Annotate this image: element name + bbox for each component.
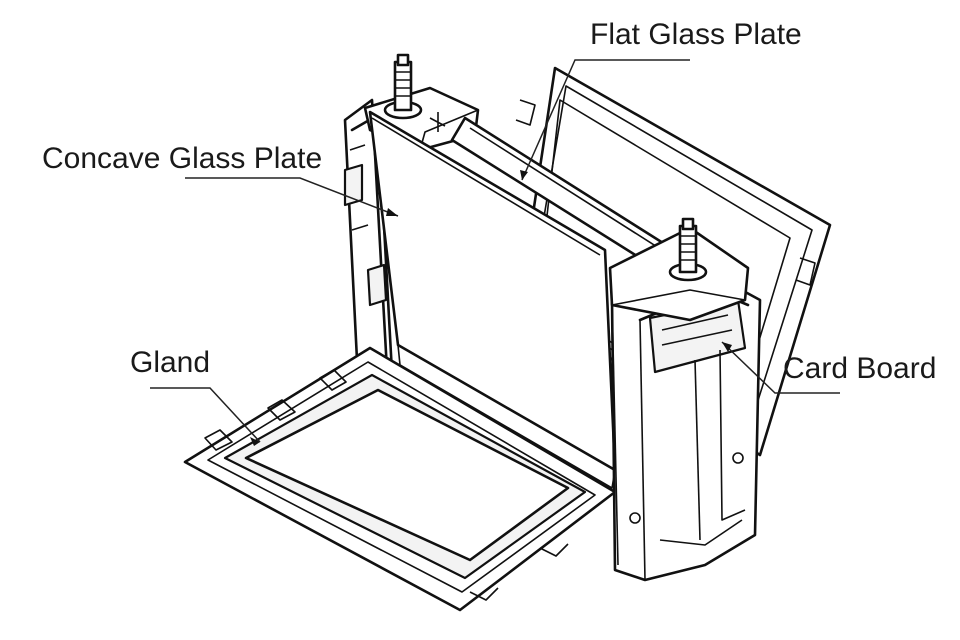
label-card-board-group: Card Board (721, 341, 936, 394)
arrowhead-flat-glass-plate (520, 170, 528, 180)
gland-tray (183, 346, 617, 612)
leader-concave-glass-plate (185, 177, 399, 217)
arrowhead-concave-glass-plate (386, 208, 398, 216)
label-flat-glass-plate: Flat Glass Plate (590, 18, 802, 51)
arrowhead-gland (250, 437, 260, 446)
label-concave-glass-plate: Concave Glass Plate (42, 142, 322, 175)
label-card-board: Card Board (783, 352, 936, 385)
top-left-post (383, 53, 423, 120)
top-right-post (668, 217, 708, 282)
label-gland: Gland (130, 346, 210, 379)
label-gland-group: Gland (130, 346, 261, 446)
leader-flat-glass-plate (521, 59, 690, 181)
label-flat-glass-plate-group: Flat Glass Plate (520, 18, 802, 181)
leader-card-board (721, 341, 840, 394)
leader-gland (150, 387, 261, 443)
label-concave-glass-plate-group: Concave Glass Plate (42, 142, 399, 217)
arrowhead-card-board (722, 342, 732, 352)
